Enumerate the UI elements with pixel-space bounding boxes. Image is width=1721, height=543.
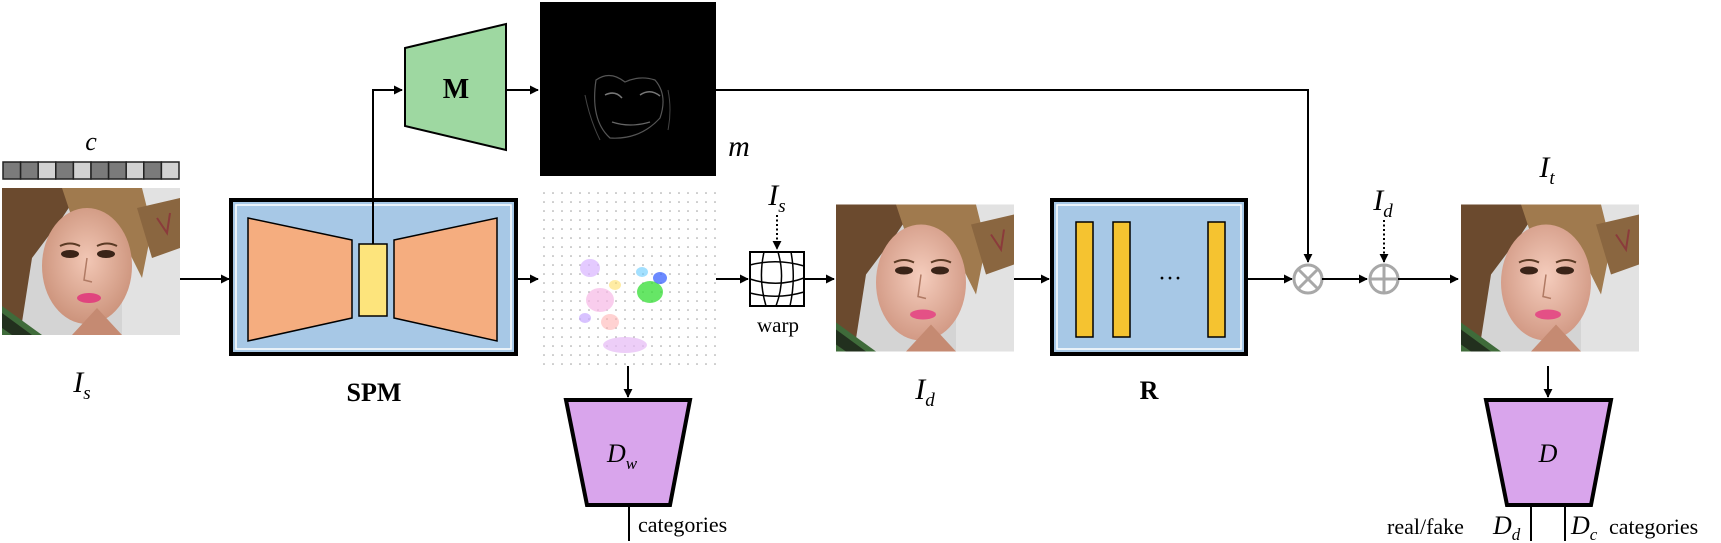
arrow-mask-to-multiply	[716, 89, 1313, 263]
d-label: D	[1538, 439, 1558, 468]
condition-vector-cell	[107, 161, 127, 180]
dw-label: Dw	[606, 439, 638, 473]
condition-vector-cell	[19, 161, 39, 180]
condition-vector-cell	[2, 161, 22, 180]
dc-categories-label: categories	[1609, 514, 1698, 539]
id-main-label: Id	[914, 373, 935, 411]
spm-label: SPM	[347, 378, 402, 407]
condition-vector-cell	[37, 161, 57, 180]
dw-discriminator	[563, 398, 693, 507]
r-layer-n	[1207, 221, 1226, 338]
r-block	[1050, 198, 1248, 356]
condition-vector-cell	[125, 161, 145, 180]
mask-label: m	[728, 130, 750, 163]
plus-icon	[1368, 263, 1400, 295]
target-image	[1461, 203, 1639, 353]
arrow-bottleneck-to-m	[372, 85, 403, 244]
is-warp-label: Is	[767, 179, 785, 217]
condition-vector-cell	[143, 161, 163, 180]
warp-label: warp	[757, 313, 799, 337]
r-layer-1	[1075, 221, 1094, 338]
encoder-shape	[247, 217, 353, 342]
id-plus-label: Id	[1372, 184, 1393, 222]
is-main-label: Is	[72, 366, 90, 404]
multiply-icon	[1292, 263, 1324, 295]
dw-categories-label: categories	[638, 512, 727, 537]
dc-label: Dc	[1570, 511, 1598, 543]
r-label: R	[1140, 376, 1159, 405]
source-image	[2, 188, 180, 335]
it-main-label: It	[1538, 151, 1555, 189]
m-block	[404, 22, 507, 152]
condition-vector	[2, 161, 180, 180]
condition-vector-cell	[90, 161, 110, 180]
bottleneck-shape	[358, 243, 388, 317]
real-fake-label: real/fake	[1387, 514, 1464, 539]
warp-field-image	[540, 190, 716, 366]
dd-label: Dd	[1492, 511, 1521, 543]
warped-image	[836, 203, 1014, 353]
attention-mask-image	[540, 2, 716, 176]
decoder-shape	[393, 217, 498, 342]
m-block-label: M	[443, 74, 469, 105]
d-discriminator	[1483, 398, 1614, 507]
condition-vector-cell	[72, 161, 92, 180]
r-dots: ···	[1158, 266, 1182, 292]
c-label: c	[85, 127, 97, 156]
warp-icon	[749, 251, 805, 307]
condition-vector-cell	[160, 161, 180, 180]
condition-vector-cell	[55, 161, 75, 180]
r-layer-2	[1112, 221, 1131, 338]
